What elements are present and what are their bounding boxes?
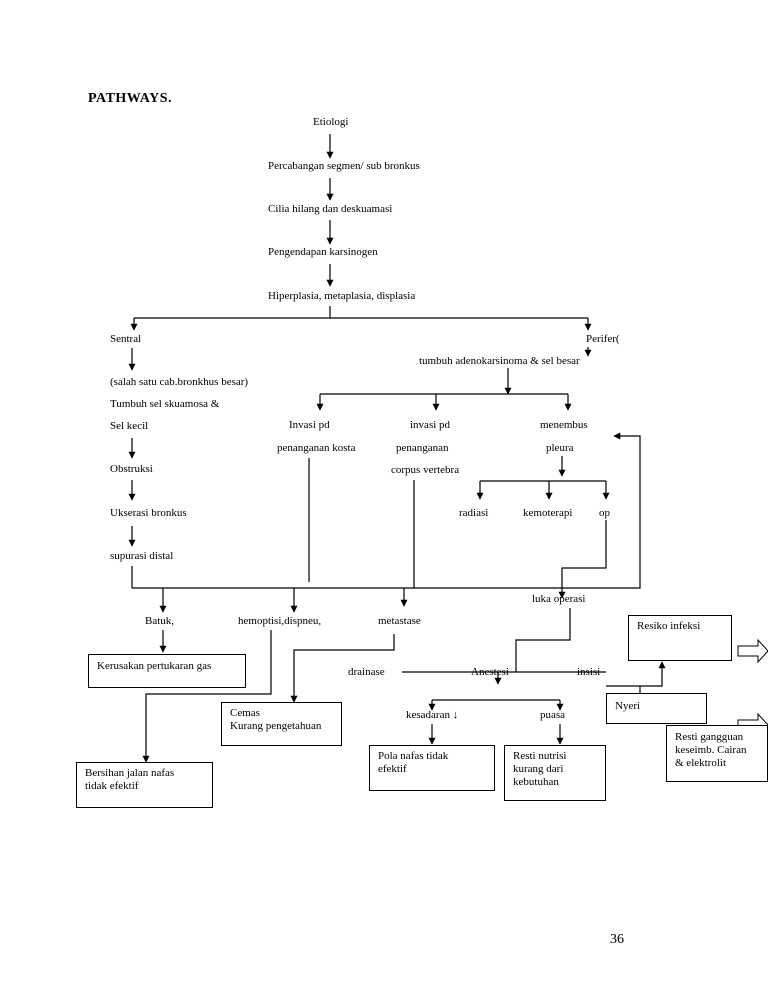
box-bersihan-line2: tidak efektif [85,780,139,792]
metastase-to-cemas [290,634,395,703]
box-resti-cairan: Resti gangguan keseimb. Cairan & elektro… [666,725,768,782]
box-resiko-infeksi-line1: Resiko infeksi [637,620,701,632]
node-metastase: metastase [378,615,421,627]
node-perifer: Perifer( [586,333,620,345]
node-obstruksi: Obstruksi [110,463,153,475]
node-hiperplasia: Hiperplasia, metaplasia, displasia [268,290,416,302]
box-cemas-line2: Kurang pengetahuan [230,720,322,732]
box-kerusakan-pertukaran-gas: Kerusakan pertukaran gas [88,654,246,688]
node-sentral-line1: (salah satu cab.bronkhus besar) [110,376,249,388]
node-etiologi: Etiologi [313,116,349,128]
box-pola-line2: efektif [378,763,407,775]
box-cemas-line1: Cemas [230,707,260,719]
box-cemas: Cemas Kurang pengetahuan [221,702,342,746]
box-resti-cairan-line3: & elektrolit [675,757,727,769]
node-perifer-sub: tumbuh adenokarsinoma & sel besar [419,355,580,367]
node-invasi-vertebra-2: penanganan [396,442,449,454]
node-invasi-vertebra-1: invasi pd [410,419,451,431]
box-nyeri: Nyeri [606,693,707,724]
node-sentral-line3: Sel kecil [110,420,149,432]
node-invasi-kosta-2: penanganan kosta [277,442,356,454]
box-bersihan-jalan-nafas: Bersihan jalan nafas tidak efektif [76,762,213,808]
node-drainase: drainase [348,666,385,678]
block-arrow-infeksi [737,638,768,664]
node-batuk: Batuk, [145,615,175,627]
page-number: 36 [610,932,624,947]
node-pengendapan: Pengendapan karsinogen [268,246,378,258]
node-insisi: insisi [577,666,601,678]
node-cilia: Cilia hilang dan deskuamasi [268,203,393,215]
box-resiko-infeksi: Resiko infeksi [628,615,732,661]
node-anestesi: Anestesi [471,666,509,678]
node-menembus-2: pleura [546,442,574,454]
node-kesadaran: kesadaran ↓ [406,709,459,721]
node-radiasi: radiasi [459,507,489,519]
box-nyeri-line1: Nyeri [615,700,641,712]
box-pola-line1: Pola nafas tidak [378,750,449,762]
node-invasi-vertebra-3: corpus vertebra [391,464,460,476]
luka-down [515,608,571,672]
box-resti-cairan-line2: keseimb. Cairan [675,744,747,756]
node-hemoptisi: hemoptisi,dispneu, [238,615,322,627]
node-sentral-line2: Tumbuh sel skuamosa & [110,398,220,410]
node-puasa: puasa [540,709,566,721]
box-resti-nutrisi-line1: Resti nutrisi [513,750,567,762]
box-kerusakan-line1: Kerusakan pertukaran gas [97,660,212,672]
node-op: op [599,507,610,519]
node-menembus-1: menembus [540,419,588,431]
page-heading: PATHWAYS. [88,91,172,106]
node-sentral: Sentral [110,333,142,345]
node-supurasi: supurasi distal [110,550,174,562]
node-ukserasi: Ukserasi bronkus [110,507,187,519]
box-resti-nutrisi-line3: kebutuhan [513,776,559,788]
box-resti-nutrisi-line2: kurang dari [513,763,564,775]
node-luka-operasi: luka operasi [532,593,586,605]
hemoptisi-to-bersihan [142,630,272,763]
box-pola-nafas: Pola nafas tidak efektif [369,745,495,791]
bottom-bar [132,432,641,589]
node-invasi-kosta-1: Invasi pd [289,419,330,431]
node-percabangan: Percabangan segmen/ sub bronkus [268,160,420,172]
box-bersihan-line1: Bersihan jalan nafas [85,767,175,779]
box-resti-nutrisi: Resti nutrisi kurang dari kebutuhan [504,745,606,801]
box-resti-cairan-line1: Resti gangguan [675,731,744,743]
node-kemoterapi: kemoterapi [523,507,573,519]
insisi-to-infeksi [606,661,666,687]
op-to-luka [558,520,607,599]
